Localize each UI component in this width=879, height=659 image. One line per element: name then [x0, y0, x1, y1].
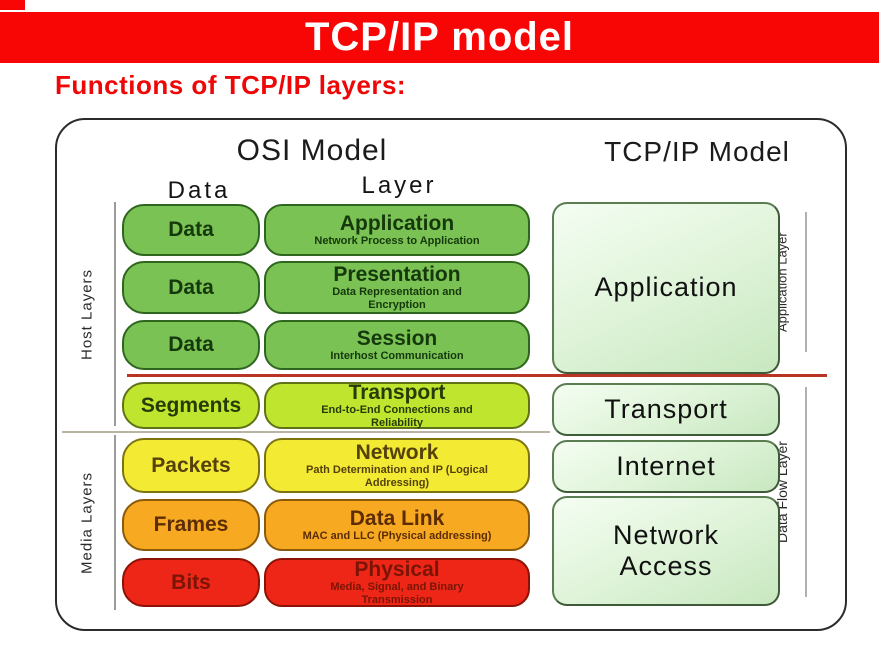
- osi-layer-title: Network: [355, 440, 439, 464]
- slide-subtitle: Functions of TCP/IP layers:: [55, 70, 407, 100]
- data-unit-pill: Data: [122, 261, 260, 314]
- osi-row-transport: Segments Transport End-to-End Connection…: [57, 382, 845, 429]
- tcpip-model-title: TCP/IP Model: [604, 136, 790, 167]
- tcpip-box-transport: Transport: [552, 383, 780, 436]
- data-unit-pill: Packets: [122, 438, 260, 493]
- osi-layer-desc: Media, Signal, and Binary Transmission: [330, 580, 464, 606]
- osi-layer-desc: Interhost Communication: [330, 349, 464, 362]
- osi-row-datalink: Frames Data Link MAC and LLC (Physical a…: [57, 499, 845, 551]
- osi-row-presentation: Data Presentation Data Representation an…: [57, 261, 845, 314]
- corner-accent: [0, 0, 25, 10]
- osi-layer-desc: Path Determination and IP (Logical Addre…: [306, 463, 488, 489]
- tcpip-box-label: Transport: [604, 393, 728, 424]
- osi-row-application: Data Application Network Process to Appl…: [57, 204, 845, 256]
- osi-layer-desc: Network Process to Application: [314, 234, 480, 247]
- title-banner: TCP/IP model: [0, 12, 879, 63]
- osi-model-title: OSI Model: [236, 134, 388, 167]
- osi-layer-desc: End-to-End Connections and Reliability: [321, 403, 473, 429]
- osi-layer-desc: MAC and LLC (Physical addressing): [302, 529, 492, 542]
- osi-row-network: Packets Network Path Determination and I…: [57, 438, 845, 493]
- osi-layer-box: Application Network Process to Applicati…: [264, 204, 530, 256]
- osi-layer-title: Session: [356, 326, 438, 350]
- data-unit-pill: Bits: [122, 558, 260, 607]
- osi-layer-title: Data Link: [349, 506, 445, 530]
- osi-layer-title: Application: [339, 211, 455, 235]
- osi-layer-box: Network Path Determination and IP (Logic…: [264, 438, 530, 493]
- osi-layer-box: Session Interhost Communication: [264, 320, 530, 370]
- data-unit-pill: Frames: [122, 499, 260, 551]
- page-title: TCP/IP model: [304, 15, 575, 59]
- osi-layer-box: Transport End-to-End Connections and Rel…: [264, 382, 530, 429]
- media-layers-bracket: [114, 435, 116, 610]
- data-unit-pill: Segments: [122, 382, 260, 429]
- tcpip-box-internet: Internet: [552, 440, 780, 493]
- layer-column-header: Layer: [361, 172, 437, 199]
- host-layers-bracket: [114, 202, 116, 426]
- data-column-header: Data: [167, 177, 231, 204]
- osi-layer-box: Data Link MAC and LLC (Physical addressi…: [264, 499, 530, 551]
- osi-layer-box: Presentation Data Representation and Enc…: [264, 261, 530, 314]
- osi-layer-box: Physical Media, Signal, and Binary Trans…: [264, 558, 530, 607]
- tcpip-box-label: Internet: [616, 450, 716, 481]
- data-unit-pill: Data: [122, 204, 260, 256]
- application-layer-bracket: [805, 212, 807, 352]
- tcpip-box-label: Network Access: [612, 519, 720, 581]
- osi-layer-title: Presentation: [333, 262, 461, 286]
- osi-layer-title: Transport: [348, 380, 446, 404]
- data-flow-layer-bracket: [805, 387, 807, 597]
- osi-layer-title: Physical: [354, 557, 440, 581]
- osi-row-session: Data Session Interhost Communication: [57, 320, 845, 370]
- host-media-red-divider: [127, 374, 827, 377]
- tcpip-box-network-access: Network Access: [552, 496, 780, 606]
- osi-layer-desc: Data Representation and Encryption: [332, 285, 462, 311]
- tcpip-box-application: Application: [552, 202, 780, 374]
- data-unit-pill: Data: [122, 320, 260, 370]
- osi-row-physical: Bits Physical Media, Signal, and Binary …: [57, 558, 845, 607]
- segments-packets-divider: [62, 431, 550, 433]
- layers-diagram: OSI Model TCP/IP Model Data Layer Host L…: [55, 118, 847, 631]
- tcpip-box-label: Application: [594, 272, 738, 303]
